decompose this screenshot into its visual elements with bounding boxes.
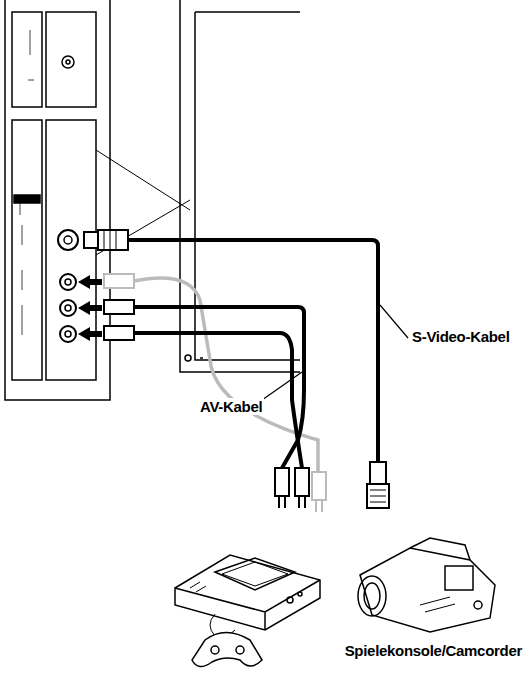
cable-label: AV-Kabel — [198, 398, 264, 415]
cable-label: S-Video-Kabel — [410, 328, 512, 345]
device-label: Spielekonsole/Camcorder — [343, 642, 524, 659]
